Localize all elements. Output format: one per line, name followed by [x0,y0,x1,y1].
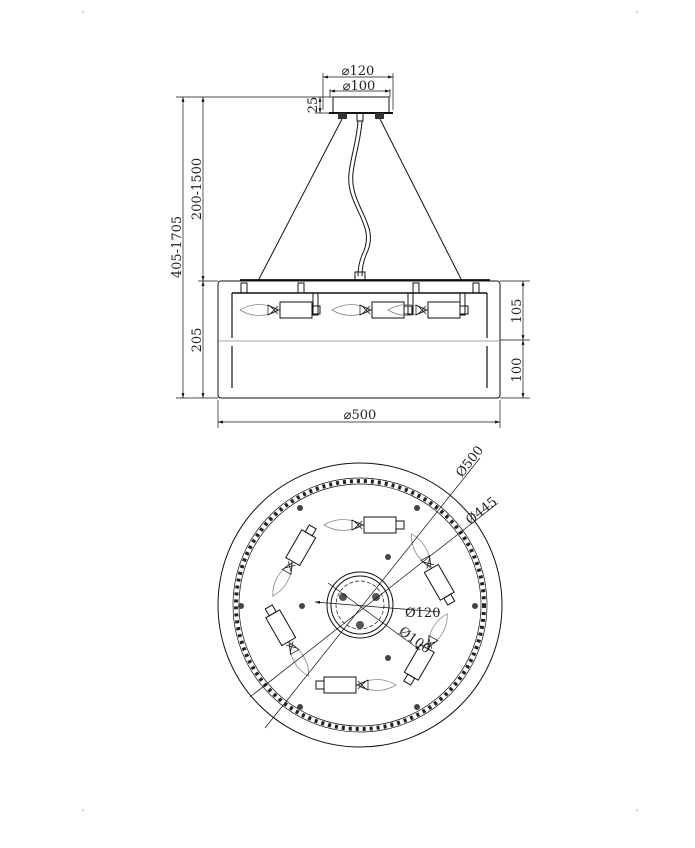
shade [217,279,501,399]
side-view: ⌀120 ⌀100 25 405-1705 200-1500 205 105 1… [170,64,530,428]
outer-diameter-label: Ø500 [453,443,487,480]
bulb-socket [323,516,405,534]
hub [326,571,394,639]
bulb-socket [261,602,317,681]
dimensions-top: Ø500 Ø445 Ø120 Ø100 [249,443,500,729]
bulb-socket [331,301,413,319]
bulb-socket [239,301,321,319]
shade-height-label: 205 [190,328,205,353]
top-view: Ø500 Ø445 Ø120 Ø100 [217,443,503,748]
bulb-socket [387,301,469,319]
crystal-ring [234,479,486,731]
canopy-height-label: 25 [306,97,321,114]
shade-diameter-label: ⌀500 [344,408,377,423]
hub-outer-diameter-label: Ø120 [405,606,440,621]
mounting-holes [238,505,478,710]
total-height-label: 405-1705 [170,216,185,278]
suspension-length-label: 200-1500 [190,158,205,220]
lower-section-height-label: 100 [510,358,525,383]
bulbs-top-view [261,516,459,694]
upper-section-height-label: 105 [510,299,525,324]
canopy-inner-diameter-label: ⌀100 [343,79,376,94]
bulb-socket [315,676,397,694]
canopy-outer-diameter-label: ⌀120 [342,64,375,79]
suspension-wires [257,118,463,282]
hub-inner-diameter-label: Ø100 [396,624,434,657]
dimensions-side: ⌀120 ⌀100 25 405-1705 200-1500 205 105 1… [170,64,530,428]
bulb-socket [265,522,321,601]
bulb-socket [403,529,459,608]
outer-ring [217,462,503,748]
frame-diameter-label: Ø445 [463,494,500,528]
corner-marks [82,11,638,811]
canopy [329,96,393,122]
